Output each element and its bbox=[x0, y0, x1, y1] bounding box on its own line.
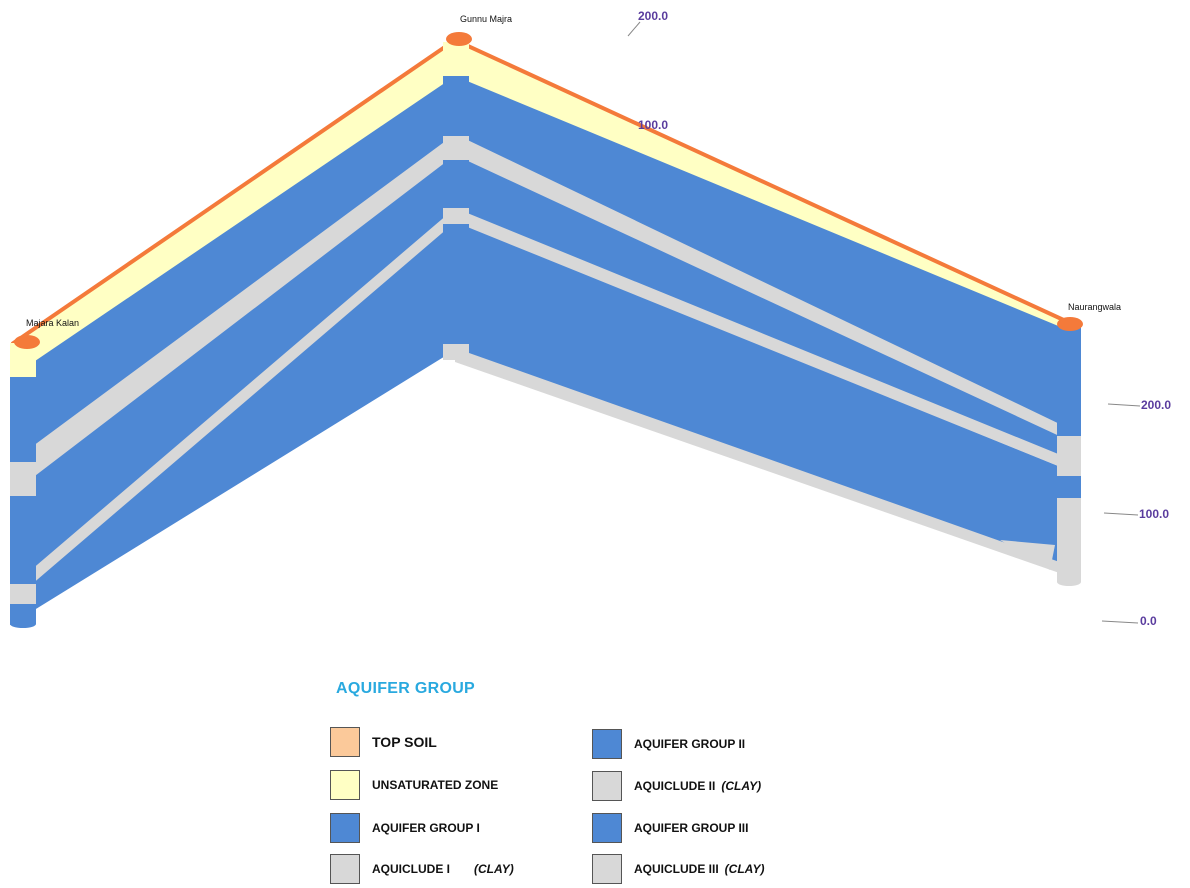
legend-item-aquifer-group-ii: AQUIFER GROUP II bbox=[592, 729, 746, 759]
legend-label-aquiclude-iii: AQUICLUDE III bbox=[634, 862, 719, 876]
legend-swatch-aquifer-group-ii bbox=[592, 729, 622, 759]
unsaturated-zone-band bbox=[10, 42, 1068, 378]
legend-label-aquifer-group-ii: AQUIFER GROUP II bbox=[634, 737, 746, 751]
aquifer-group-iii-band bbox=[10, 220, 1068, 625]
legend-label-unsaturated-zone: UNSATURATED ZONE bbox=[372, 778, 499, 792]
borehole-right-cap bbox=[1057, 317, 1083, 331]
legend-item-aquifer-group-i: AQUIFER GROUP I bbox=[330, 813, 480, 843]
borehole-center bbox=[443, 32, 1068, 576]
site-label-right: Naurangwala bbox=[1068, 302, 1121, 312]
scale-label-right-0: 0.0 bbox=[1140, 614, 1157, 628]
scale-tick-right-0 bbox=[1101, 620, 1139, 624]
aquiclude-ii-band bbox=[10, 130, 1068, 495]
legend-swatch-aquiclude-iii bbox=[592, 854, 622, 884]
legend-label-aquiclude-i: AQUICLUDE I bbox=[372, 862, 450, 876]
legend-item-aquiclude-i: AQUICLUDE I (CLAY) bbox=[330, 854, 514, 884]
legend-item-aquiclude-iii: AQUICLUDE III (CLAY) bbox=[592, 854, 765, 884]
site-label-left: Majara Kalan bbox=[26, 318, 79, 328]
legend-item-aquiclude-ii: AQUICLUDE II (CLAY) bbox=[592, 771, 762, 801]
site-label-center: Gunnu Majra bbox=[460, 14, 512, 24]
legend-clay-aquiclude-ii: (CLAY) bbox=[721, 779, 762, 793]
borehole-left-cap bbox=[14, 335, 40, 349]
legend-item-top-soil: TOP SOIL bbox=[330, 727, 437, 757]
legend-swatch-unsaturated-zone bbox=[330, 770, 360, 800]
scale-tick-top bbox=[627, 21, 641, 37]
legend-clay-aquiclude-iii: (CLAY) bbox=[724, 862, 765, 876]
scale-label-top: 200.0 bbox=[638, 9, 668, 23]
borehole-right bbox=[1057, 317, 1083, 586]
legend-label-aquifer-group-i: AQUIFER GROUP I bbox=[372, 821, 480, 835]
legend-label-aquiclude-ii: AQUICLUDE II bbox=[634, 779, 716, 793]
scale-label-right-100: 100.0 bbox=[1139, 507, 1169, 521]
legend-title: AQUIFER GROUP bbox=[336, 680, 476, 697]
legend-swatch-aquiclude-i bbox=[330, 854, 360, 884]
legend-item-aquifer-group-iii: AQUIFER GROUP III bbox=[592, 813, 749, 843]
fence-diagram: Majara Kalan Gunnu Majra Naurangwala 200… bbox=[10, 9, 1171, 628]
scale-tick-right-200 bbox=[1107, 403, 1141, 407]
borehole-center-cap bbox=[446, 32, 472, 46]
legend-item-unsaturated-zone: UNSATURATED ZONE bbox=[330, 770, 499, 800]
legend-clay-aquiclude-i: (CLAY) bbox=[474, 862, 514, 876]
legend-swatch-aquiclude-ii bbox=[592, 771, 622, 801]
aquifer-group-ii-band bbox=[10, 150, 1068, 588]
scale-tick-right-100 bbox=[1103, 512, 1139, 516]
legend-label-aquifer-group-iii: AQUIFER GROUP III bbox=[634, 821, 749, 835]
borehole-left bbox=[10, 335, 40, 628]
legend-swatch-aquifer-group-i bbox=[330, 813, 360, 843]
legend-swatch-top-soil bbox=[330, 727, 360, 757]
aquifer-group-i-band bbox=[10, 72, 1068, 463]
legend-label-top-soil: TOP SOIL bbox=[372, 734, 437, 750]
scale-label-right-200: 200.0 bbox=[1141, 398, 1171, 412]
scale-label-mid: 100.0 bbox=[638, 118, 668, 132]
legend-swatch-aquifer-group-iii bbox=[592, 813, 622, 843]
